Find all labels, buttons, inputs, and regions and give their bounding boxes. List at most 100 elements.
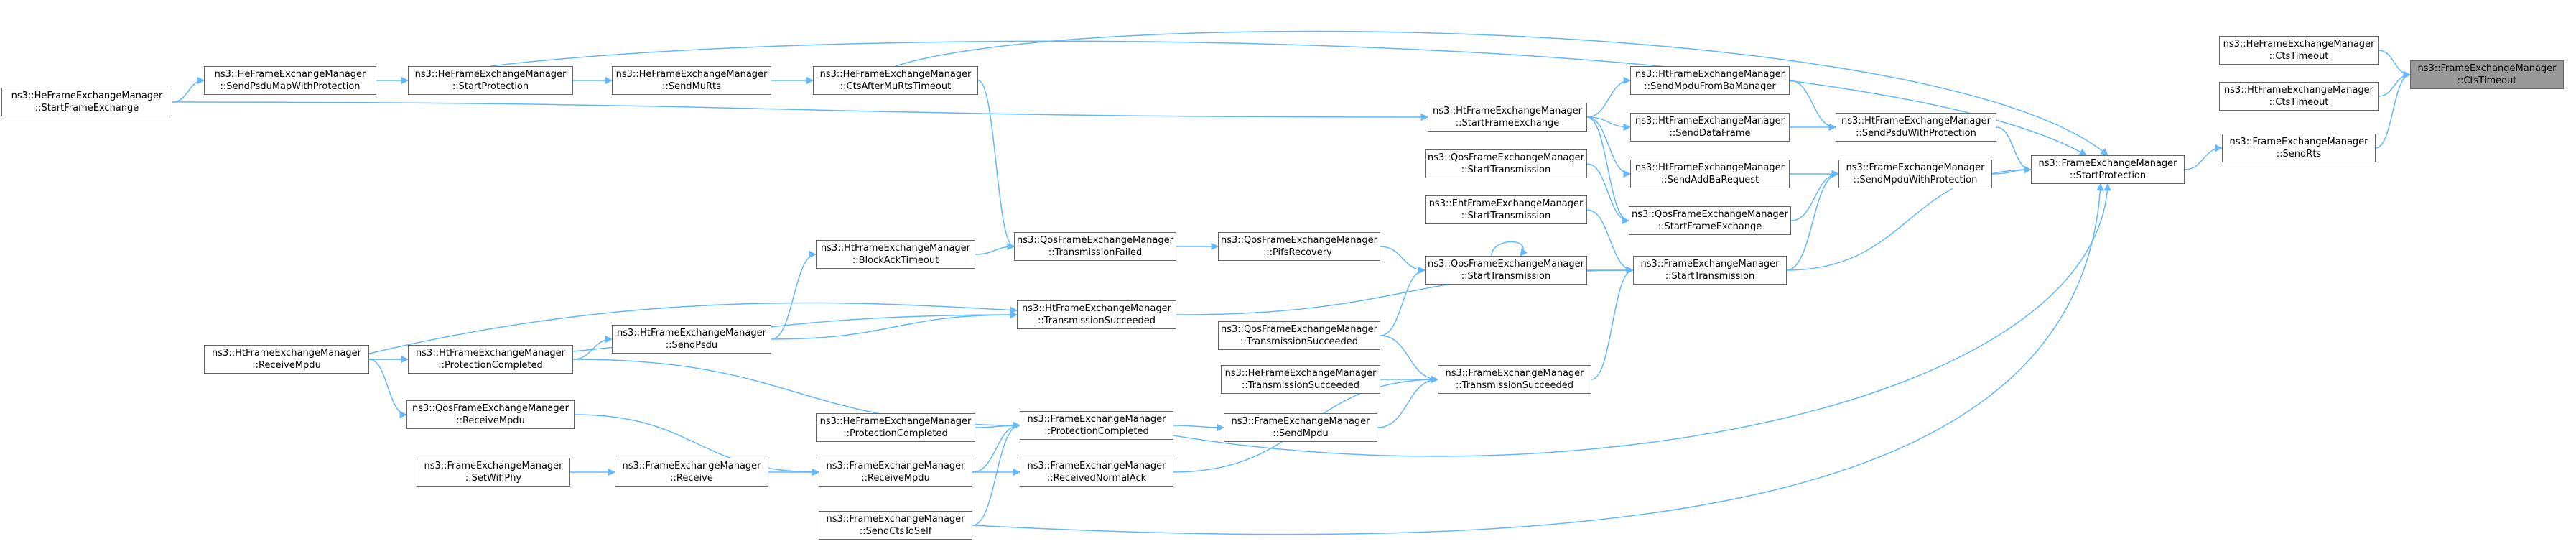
node-he-protection-completed-line2: ::ProtectionCompleted [843, 428, 948, 439]
node-ht-cts-timeout-line2: ::CtsTimeout [2269, 97, 2329, 108]
edge-ht_send_psdu_with_protection-ht_send_mpdu_from_ba [1789, 80, 1837, 132]
node-fem-received-normal-ack[interactable]: ns3::FrameExchangeManager ::ReceivedNorm… [1020, 458, 1173, 487]
edge-fem_send_mpdu-fem_protection_completed [1173, 423, 1225, 432]
node-fem-transmission-succeeded-line1: ns3::FrameExchangeManager [1445, 368, 1584, 379]
node-fem-cts-timeout-line1: ns3::FrameExchangeManager [2417, 63, 2557, 74]
node-qos-start-transmission-top[interactable]: ns3::QosFrameExchangeManager ::StartTran… [1425, 149, 1587, 178]
node-ht-send-add-ba-request[interactable]: ns3::HtFrameExchangeManager ::SendAddBaR… [1630, 160, 1790, 188]
node-ht-send-data-frame[interactable]: ns3::HtFrameExchangeManager ::SendDataFr… [1630, 113, 1790, 142]
edge-ht_send_data_frame-ht_start_frame_exchange [1586, 116, 1632, 132]
edge-qos_receive_mpdu-ht_receive_mpdu [368, 359, 408, 419]
node-fem-start-transmission-line2: ::StartTransmission [1665, 271, 1755, 282]
node-fem-receive-mpdu-line1: ns3::FrameExchangeManager [826, 461, 965, 471]
node-fem-receive[interactable]: ns3::FrameExchangeManager ::Receive [615, 458, 768, 487]
node-ht-cts-timeout[interactable]: ns3::HtFrameExchangeManager ::CtsTimeout [2219, 82, 2379, 111]
node-eht-start-transmission[interactable]: ns3::EhtFrameExchangeManager ::StartTran… [1425, 195, 1587, 224]
node-ht-transmission-succeeded[interactable]: ns3::HtFrameExchangeManager ::Transmissi… [1017, 300, 1176, 329]
node-qos-transmission-succeeded[interactable]: ns3::QosFrameExchangeManager ::Transmiss… [1218, 321, 1380, 350]
node-fem-send-rts[interactable]: ns3::FrameExchangeManager ::SendRts [2222, 134, 2376, 162]
node-he-start-frame-exchange[interactable]: ns3::HeFrameExchangeManager ::StartFrame… [1, 88, 172, 116]
node-fem-send-rts-line2: ::SendRts [2276, 149, 2322, 160]
node-ht-block-ack-timeout-line1: ns3::HtFrameExchangeManager [821, 243, 970, 254]
node-fem-send-cts-to-self-line1: ns3::FrameExchangeManager [826, 514, 965, 525]
edge-fem_transmission_succeeded-qos_transmission_succeeded [1380, 335, 1439, 384]
node-fem-send-mpdu-with-protection-line1: ns3::FrameExchangeManager [1846, 162, 1985, 173]
node-qos-start-transmission-mid-line2: ::StartTransmission [1461, 271, 1551, 282]
node-fem-send-rts-line1: ns3::FrameExchangeManager [2229, 137, 2368, 147]
node-he-send-psdu-map-with-protection-line1: ns3::HeFrameExchangeManager [214, 69, 366, 80]
node-he-cts-after-mu-rts-timeout[interactable]: ns3::HeFrameExchangeManager ::CtsAfterMu… [813, 66, 978, 95]
node-he-cts-timeout[interactable]: ns3::HeFrameExchangeManager ::CtsTimeout [2219, 36, 2379, 65]
edge-fem_start_transmission-fem_transmission_succeeded [1591, 266, 1635, 380]
node-fem-transmission-succeeded[interactable]: ns3::FrameExchangeManager ::Transmission… [1438, 365, 1591, 394]
node-fem-start-protection[interactable]: ns3::FrameExchangeManager ::StartProtect… [2031, 155, 2185, 184]
node-qos-receive-mpdu-line2: ::ReceiveMpdu [456, 415, 525, 426]
edge-cts_timeout_main-ht_cts_timeout [2378, 70, 2412, 97]
node-he-send-psdu-map-with-protection[interactable]: ns3::HeFrameExchangeManager ::SendPsduMa… [204, 66, 376, 95]
node-fem-receive-mpdu[interactable]: ns3::FrameExchangeManager ::ReceiveMpdu [819, 458, 972, 487]
node-ht-send-mpdu-from-ba-manager-line2: ::SendMpduFromBaManager [1644, 81, 1776, 92]
node-ht-send-mpdu-from-ba-manager[interactable]: ns3::HtFrameExchangeManager ::SendMpduFr… [1630, 66, 1790, 95]
node-qos-receive-mpdu[interactable]: ns3::QosFrameExchangeManager ::ReceiveMp… [406, 400, 575, 429]
node-qos-start-frame-exchange[interactable]: ns3::QosFrameExchangeManager ::StartFram… [1629, 206, 1791, 235]
node-he-start-frame-exchange-line2: ::StartFrameExchange [34, 103, 139, 114]
node-ht-send-psdu-with-protection-line1: ns3::HtFrameExchangeManager [1841, 116, 1991, 126]
node-ht-send-psdu-line2: ::SendPsdu [665, 340, 718, 351]
node-fem-start-transmission[interactable]: ns3::FrameExchangeManager ::StartTransmi… [1633, 256, 1787, 285]
node-qos-start-frame-exchange-line1: ns3::QosFrameExchangeManager [1631, 209, 1788, 220]
node-qos-start-transmission-mid[interactable]: ns3::QosFrameExchangeManager ::StartTran… [1425, 256, 1587, 285]
node-he-protection-completed[interactable]: ns3::HeFrameExchangeManager ::Protection… [816, 413, 975, 442]
node-fem-send-cts-to-self[interactable]: ns3::FrameExchangeManager ::SendCtsToSel… [819, 511, 972, 540]
node-ht-send-data-frame-line2: ::SendDataFrame [1669, 128, 1751, 139]
node-ht-start-frame-exchange-line2: ::StartFrameExchange [1455, 118, 1560, 129]
edge-qos_start_transmission_mid-qos_transmission_succeeded [1380, 266, 1426, 336]
node-fem-protection-completed-line2: ::ProtectionCompleted [1044, 426, 1149, 437]
edge-fem_send_mpdu_with_protection-fem_start_transmission [1786, 170, 1840, 271]
node-fem-send-mpdu[interactable]: ns3::FrameExchangeManager ::SendMpdu [1224, 413, 1377, 442]
node-ht-send-mpdu-from-ba-manager-line1: ns3::HtFrameExchangeManager [1635, 69, 1785, 80]
edge-he-start-protection-to-start-protection [490, 40, 2087, 156]
edge-fem_transmission_succeeded-fem_send_mpdu [1377, 375, 1439, 428]
node-qos-transmission-failed[interactable]: ns3::QosFrameExchangeManager ::Transmiss… [1014, 232, 1176, 261]
node-fem-set-wifi-phy-line1: ns3::FrameExchangeManager [424, 461, 563, 471]
node-he-send-mu-rts[interactable]: ns3::HeFrameExchangeManager ::SendMuRts [612, 66, 771, 95]
node-fem-cts-timeout[interactable]: ns3::FrameExchangeManager ::CtsTimeout [2410, 60, 2564, 89]
node-qos-start-frame-exchange-line2: ::StartFrameExchange [1657, 221, 1762, 232]
node-he-cts-after-mu-rts-timeout-line2: ::CtsAfterMuRtsTimeout [840, 81, 952, 92]
node-he-send-mu-rts-line2: ::SendMuRts [662, 81, 721, 92]
edge-qos-start-transmission-self [1491, 241, 1528, 257]
edge-fem_send_rts-fem_start_protection [2184, 144, 2223, 170]
node-fem-send-mpdu-with-protection-line2: ::SendMpduWithProtection [1853, 175, 1978, 185]
node-ht-cts-timeout-line1: ns3::HtFrameExchangeManager [2224, 85, 2373, 96]
edge-fem_protection_completed-fem_send_cts_to_self [972, 421, 1021, 526]
node-qos-start-transmission-top-line1: ns3::QosFrameExchangeManager [1427, 152, 1584, 163]
edge-ht_send_mpdu_from_ba-ht_start_frame_exchange [1586, 76, 1632, 118]
node-qos-pifs-recovery[interactable]: ns3::QosFrameExchangeManager ::PifsRecov… [1218, 232, 1380, 261]
edge-fem_send_mpdu_with_protection-qos_start_frame_exchange [1790, 170, 1840, 221]
node-he-start-protection[interactable]: ns3::HeFrameExchangeManager ::StartProte… [408, 66, 573, 95]
node-fem-send-mpdu-line1: ns3::FrameExchangeManager [1231, 416, 1370, 427]
edge-fem_protection_completed-fem_receive_mpdu [972, 421, 1021, 473]
node-ht-receive-mpdu-line2: ::ReceiveMpdu [252, 360, 321, 371]
edge-fem_start_protection-ht_send_psdu_with_protection [1996, 126, 2032, 174]
node-ht-send-psdu-with-protection-line2: ::SendPsduWithProtection [1856, 128, 1976, 139]
node-fem-send-mpdu-with-protection[interactable]: ns3::FrameExchangeManager ::SendMpduWith… [1838, 160, 1992, 188]
edge-cts_timeout_main-fem_send_rts [2375, 70, 2412, 149]
node-ht-block-ack-timeout[interactable]: ns3::HtFrameExchangeManager ::BlockAckTi… [816, 240, 975, 269]
node-he-transmission-succeeded[interactable]: ns3::HeFrameExchangeManager ::Transmissi… [1221, 365, 1380, 394]
node-ht-protection-completed[interactable]: ns3::HtFrameExchangeManager ::Protection… [408, 345, 573, 374]
node-ht-start-frame-exchange[interactable]: ns3::HtFrameExchangeManager ::StartFrame… [1428, 103, 1587, 132]
node-ht-send-psdu-with-protection[interactable]: ns3::HtFrameExchangeManager ::SendPsduWi… [1836, 113, 1996, 142]
node-ht-receive-mpdu-line1: ns3::HtFrameExchangeManager [212, 348, 361, 359]
node-he-cts-after-mu-rts-timeout-line1: ns3::HeFrameExchangeManager [819, 69, 972, 80]
edge-cts_timeout_main-he_cts_timeout [2378, 50, 2412, 79]
node-ht-block-ack-timeout-line2: ::BlockAckTimeout [852, 255, 939, 266]
node-fem-protection-completed[interactable]: ns3::FrameExchangeManager ::ProtectionCo… [1020, 411, 1173, 440]
node-fem-send-cts-to-self-line2: ::SendCtsToSelf [859, 526, 932, 537]
node-ht-receive-mpdu[interactable]: ns3::HtFrameExchangeManager ::ReceiveMpd… [204, 345, 369, 374]
node-ht-send-psdu[interactable]: ns3::HtFrameExchangeManager ::SendPsdu [612, 325, 771, 354]
node-qos-pifs-recovery-line2: ::PifsRecovery [1266, 247, 1332, 258]
node-fem-set-wifi-phy[interactable]: ns3::FrameExchangeManager ::SetWifiPhy [417, 458, 570, 487]
